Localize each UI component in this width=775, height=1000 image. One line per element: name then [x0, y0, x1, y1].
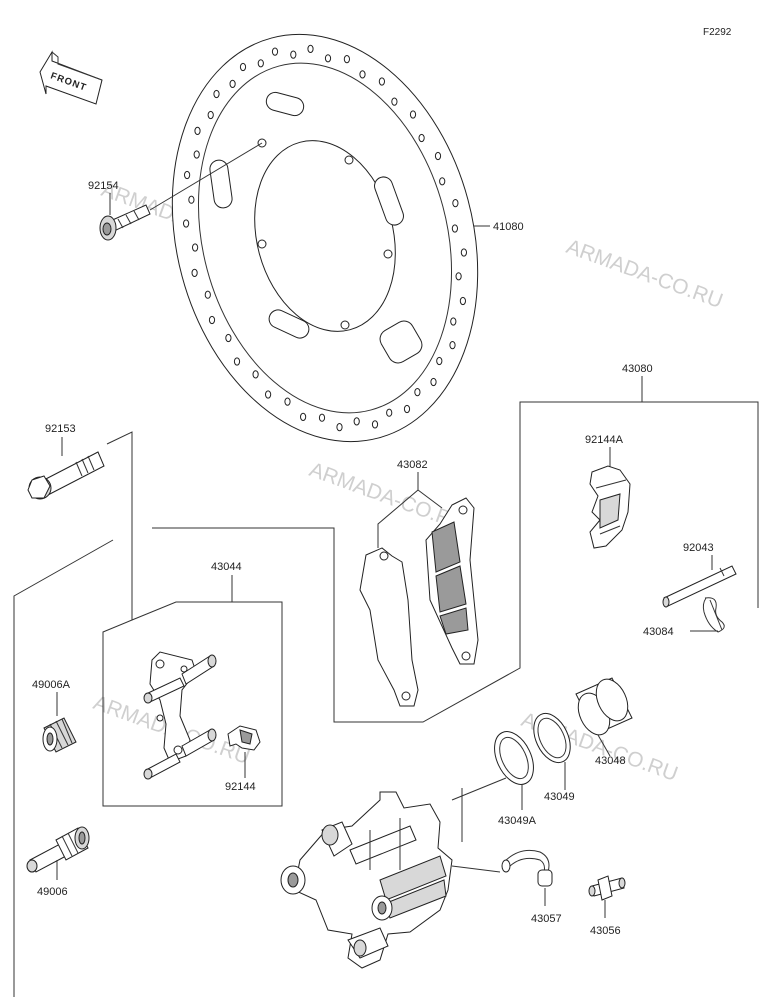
- disc-hole: [233, 357, 241, 366]
- disc-hole: [371, 420, 379, 429]
- disc-hole: [336, 423, 343, 432]
- label-43049: 43049: [544, 791, 575, 803]
- disc-hole: [184, 170, 191, 180]
- pad-spring-92144A: [589, 465, 631, 549]
- disc-hole: [391, 97, 398, 106]
- disc-hole: [451, 224, 458, 233]
- label-43057: 43057: [531, 913, 562, 925]
- disc-hole: [271, 47, 279, 56]
- assembly-box-43044: [102, 431, 283, 807]
- label-92144A: 92144A: [585, 434, 624, 446]
- disc-hole: [207, 110, 214, 120]
- disc-hole: [449, 341, 456, 350]
- disc-hole: [194, 126, 201, 135]
- disc-hole: [300, 412, 307, 421]
- label-43056: 43056: [590, 925, 621, 937]
- label-92043: 92043: [683, 542, 714, 554]
- label-43084: 43084: [643, 626, 674, 638]
- disc-hole: [252, 370, 259, 379]
- disc-hole: [418, 133, 425, 143]
- piston-seal-43049: [533, 712, 571, 764]
- disc-hole: [213, 89, 220, 99]
- disc-hole: [409, 110, 417, 119]
- assembly-box-caliper: [13, 539, 114, 997]
- disc-hole: [434, 151, 442, 161]
- disc-hole: [284, 397, 291, 406]
- caliper-bracket-43044: [143, 651, 217, 780]
- label-92144: 92144: [225, 781, 256, 793]
- disc-hole: [436, 356, 443, 366]
- watermark-1: ARMADA-CO.RU: [563, 235, 725, 313]
- caliper-bolt-92153: [27, 451, 105, 500]
- disc-bolt-92154: [99, 142, 263, 241]
- disc-hole: [386, 408, 393, 417]
- disc-hole: [257, 59, 264, 68]
- label-49006A: 49006A: [32, 679, 71, 691]
- disc-hole: [460, 248, 467, 257]
- disc-hole: [192, 243, 199, 252]
- disc-hole: [193, 150, 200, 159]
- label-43049A: 43049A: [498, 815, 537, 827]
- disc-hole: [307, 44, 314, 54]
- dust-boot-49006A: [42, 717, 77, 753]
- disc-hole: [318, 413, 326, 422]
- diagram-code: F2292: [703, 27, 732, 38]
- dust-seal-43049A: [494, 731, 534, 785]
- label-43048: 43048: [595, 755, 626, 767]
- label-49006: 49006: [37, 886, 68, 898]
- disc-hole: [353, 417, 360, 426]
- brake-pad-inner: [359, 547, 419, 707]
- r-clip-43084: [702, 597, 725, 633]
- disc-hole: [439, 177, 446, 186]
- bleeder-valve-43056: [588, 875, 626, 901]
- disc-hole: [183, 219, 190, 228]
- label-43080: 43080: [622, 363, 653, 375]
- disc-hole: [450, 317, 457, 326]
- disc-hole: [204, 290, 211, 299]
- assembly-box-43080: [152, 376, 643, 723]
- disc-hole: [359, 70, 366, 79]
- disc-hole: [225, 333, 232, 343]
- label-43082: 43082: [397, 459, 428, 471]
- slide-pin-49006: [26, 826, 90, 873]
- caliper-body: [280, 791, 453, 969]
- piston-43048: [575, 677, 633, 736]
- disc-hole: [430, 377, 437, 387]
- disc-hole: [208, 315, 216, 325]
- disc-hole: [452, 199, 459, 208]
- pad-pin-92043: [662, 565, 737, 608]
- disc-hole: [188, 195, 195, 204]
- label-41080: 41080: [493, 221, 524, 233]
- bleeder-cap-43057: [501, 849, 553, 887]
- disc-hole: [343, 55, 350, 64]
- brake-disc: [171, 33, 479, 443]
- disc-hole: [290, 50, 297, 59]
- disc-hole: [191, 268, 198, 277]
- disc-hole: [459, 296, 466, 306]
- front-arrow-icon: FRONT: [39, 50, 103, 105]
- pad-clip-92144: [227, 725, 261, 751]
- label-43044: 43044: [211, 561, 242, 573]
- label-92154: 92154: [88, 180, 119, 192]
- disc-hole: [414, 388, 421, 397]
- disc-hole: [403, 404, 411, 414]
- label-92153: 92153: [45, 423, 76, 435]
- disc-hole: [265, 390, 272, 399]
- disc-hole: [229, 79, 236, 89]
- disc-hole: [378, 77, 385, 86]
- disc-hole: [455, 272, 462, 281]
- disc-hole: [324, 54, 332, 63]
- brake-pad-outer: [425, 497, 479, 665]
- disc-hole: [239, 62, 247, 72]
